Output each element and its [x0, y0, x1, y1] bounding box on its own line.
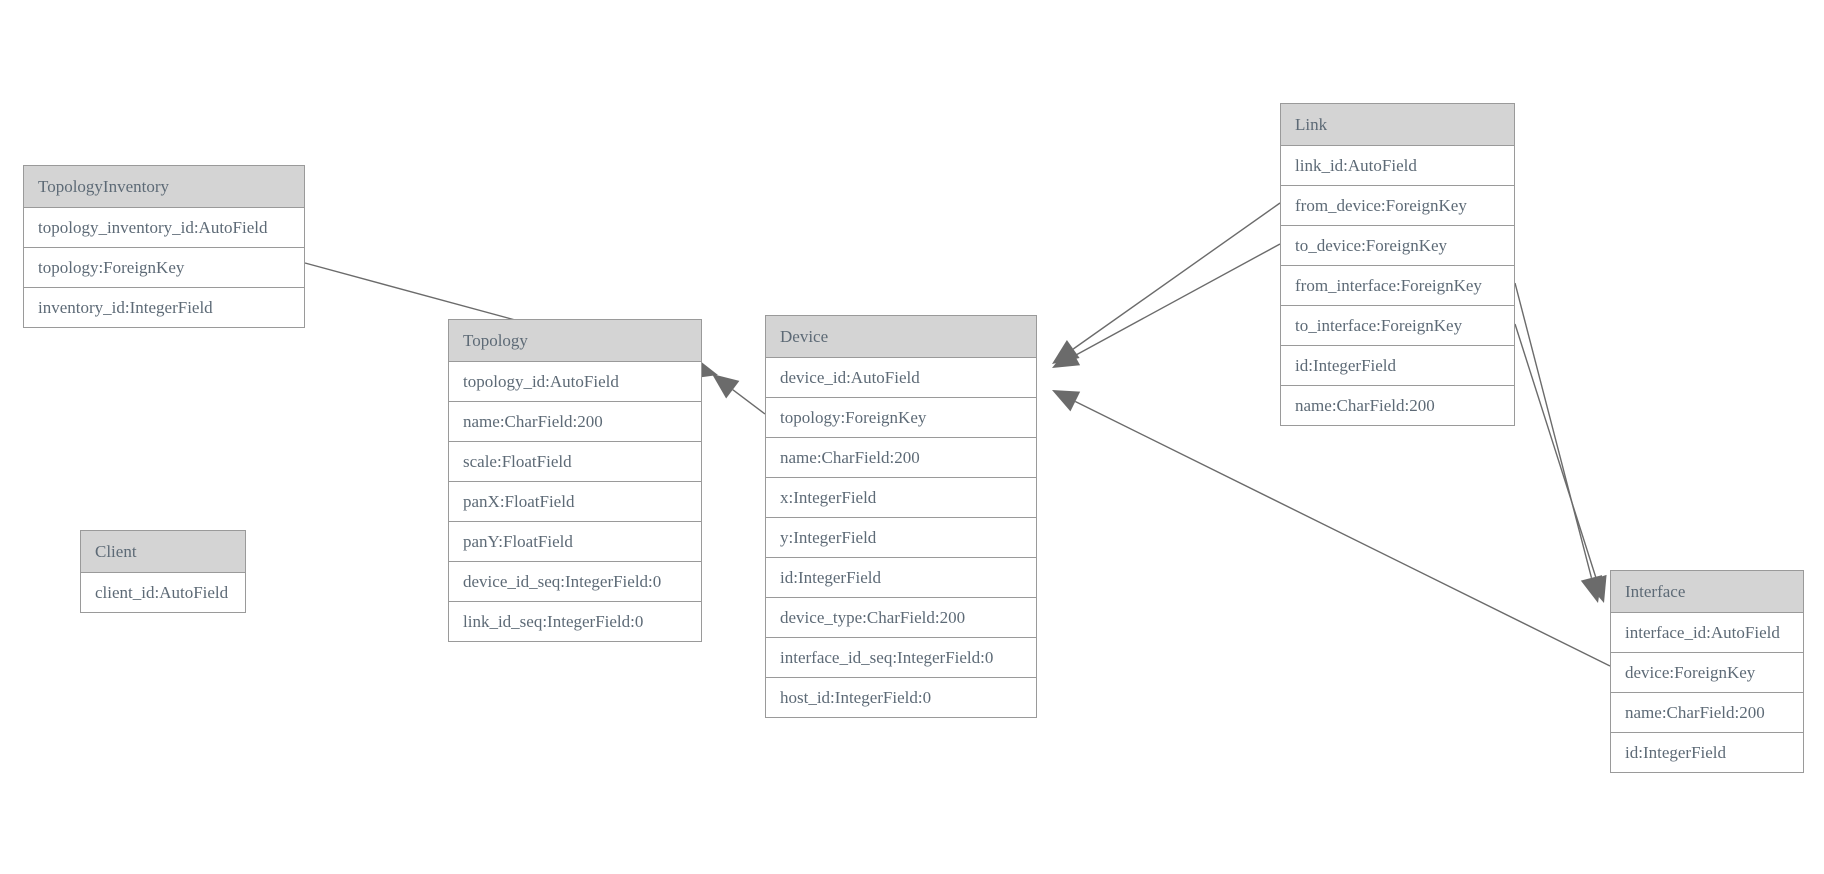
relationship-interface-device: [1052, 390, 1611, 667]
entity-header-interface: Interface: [1611, 571, 1803, 613]
relationship-arrowhead: [1052, 390, 1081, 412]
entity-field-row: to_interface:ForeignKey: [1281, 306, 1514, 346]
entity-field-row: topology_inventory_id:AutoField: [24, 208, 304, 248]
entity-field-row: id:IntegerField: [1611, 733, 1803, 772]
entity-field-row: name:CharField:200: [766, 438, 1036, 478]
entity-field-row: device:ForeignKey: [1611, 653, 1803, 693]
entity-header-device: Device: [766, 316, 1036, 358]
entity-field-row: panY:FloatField: [449, 522, 701, 562]
relationship-line: [1074, 243, 1281, 357]
entity-header-topologyinventory: TopologyInventory: [24, 166, 304, 208]
relationship-device-topology: [712, 374, 766, 415]
entity-field-row: topology:ForeignKey: [766, 398, 1036, 438]
entity-field-row: device_id_seq:IntegerField:0: [449, 562, 701, 602]
entity-field-row: interface_id_seq:IntegerField:0: [766, 638, 1036, 678]
relationship-arrowhead: [1052, 345, 1081, 368]
entity-field-row: device_type:CharField:200: [766, 598, 1036, 638]
entity-field-row: topology_id:AutoField: [449, 362, 701, 402]
entity-field-row: name:CharField:200: [1611, 693, 1803, 733]
relationship-arrowhead: [1585, 574, 1607, 603]
entity-field-row: name:CharField:200: [449, 402, 701, 442]
entity-field-row: to_device:ForeignKey: [1281, 226, 1514, 266]
relationship-line: [1074, 400, 1611, 667]
entity-field-row: id:IntegerField: [1281, 346, 1514, 386]
relationship-link-from-interface: [1514, 282, 1603, 603]
relationship-line: [1072, 202, 1281, 350]
entity-field-row: scale:FloatField: [449, 442, 701, 482]
entity-field-row: device_id:AutoField: [766, 358, 1036, 398]
entity-header-client: Client: [81, 531, 245, 573]
entity-header-topology: Topology: [449, 320, 701, 362]
relationship-line: [732, 389, 766, 415]
entity-field-row: id:IntegerField: [766, 558, 1036, 598]
entity-field-row: from_interface:ForeignKey: [1281, 266, 1514, 306]
relationship-link-to-interface: [1514, 323, 1607, 603]
entity-field-row: x:IntegerField: [766, 478, 1036, 518]
entity-header-link: Link: [1281, 104, 1514, 146]
entity-field-row: client_id:AutoField: [81, 573, 245, 612]
entity-field-row: link_id:AutoField: [1281, 146, 1514, 186]
entity-field-row: y:IntegerField: [766, 518, 1036, 558]
relationship-arrowhead: [1052, 340, 1080, 364]
entity-field-row: from_device:ForeignKey: [1281, 186, 1514, 226]
relationship-link-from-device: [1052, 202, 1281, 364]
entity-field-row: interface_id:AutoField: [1611, 613, 1803, 653]
entity-field-row: host_id:IntegerField:0: [766, 678, 1036, 717]
entity-field-row: topology:ForeignKey: [24, 248, 304, 288]
entity-field-row: inventory_id:IntegerField: [24, 288, 304, 327]
relationship-line: [1514, 323, 1597, 579]
relationship-arrowhead: [1580, 575, 1603, 603]
entity-field-row: name:CharField:200: [1281, 386, 1514, 425]
relationship-line: [1514, 282, 1593, 579]
relationship-link-to-device: [1052, 243, 1281, 368]
relationship-arrowhead: [712, 374, 740, 399]
entity-field-row: link_id_seq:IntegerField:0: [449, 602, 701, 641]
entity-field-row: panX:FloatField: [449, 482, 701, 522]
